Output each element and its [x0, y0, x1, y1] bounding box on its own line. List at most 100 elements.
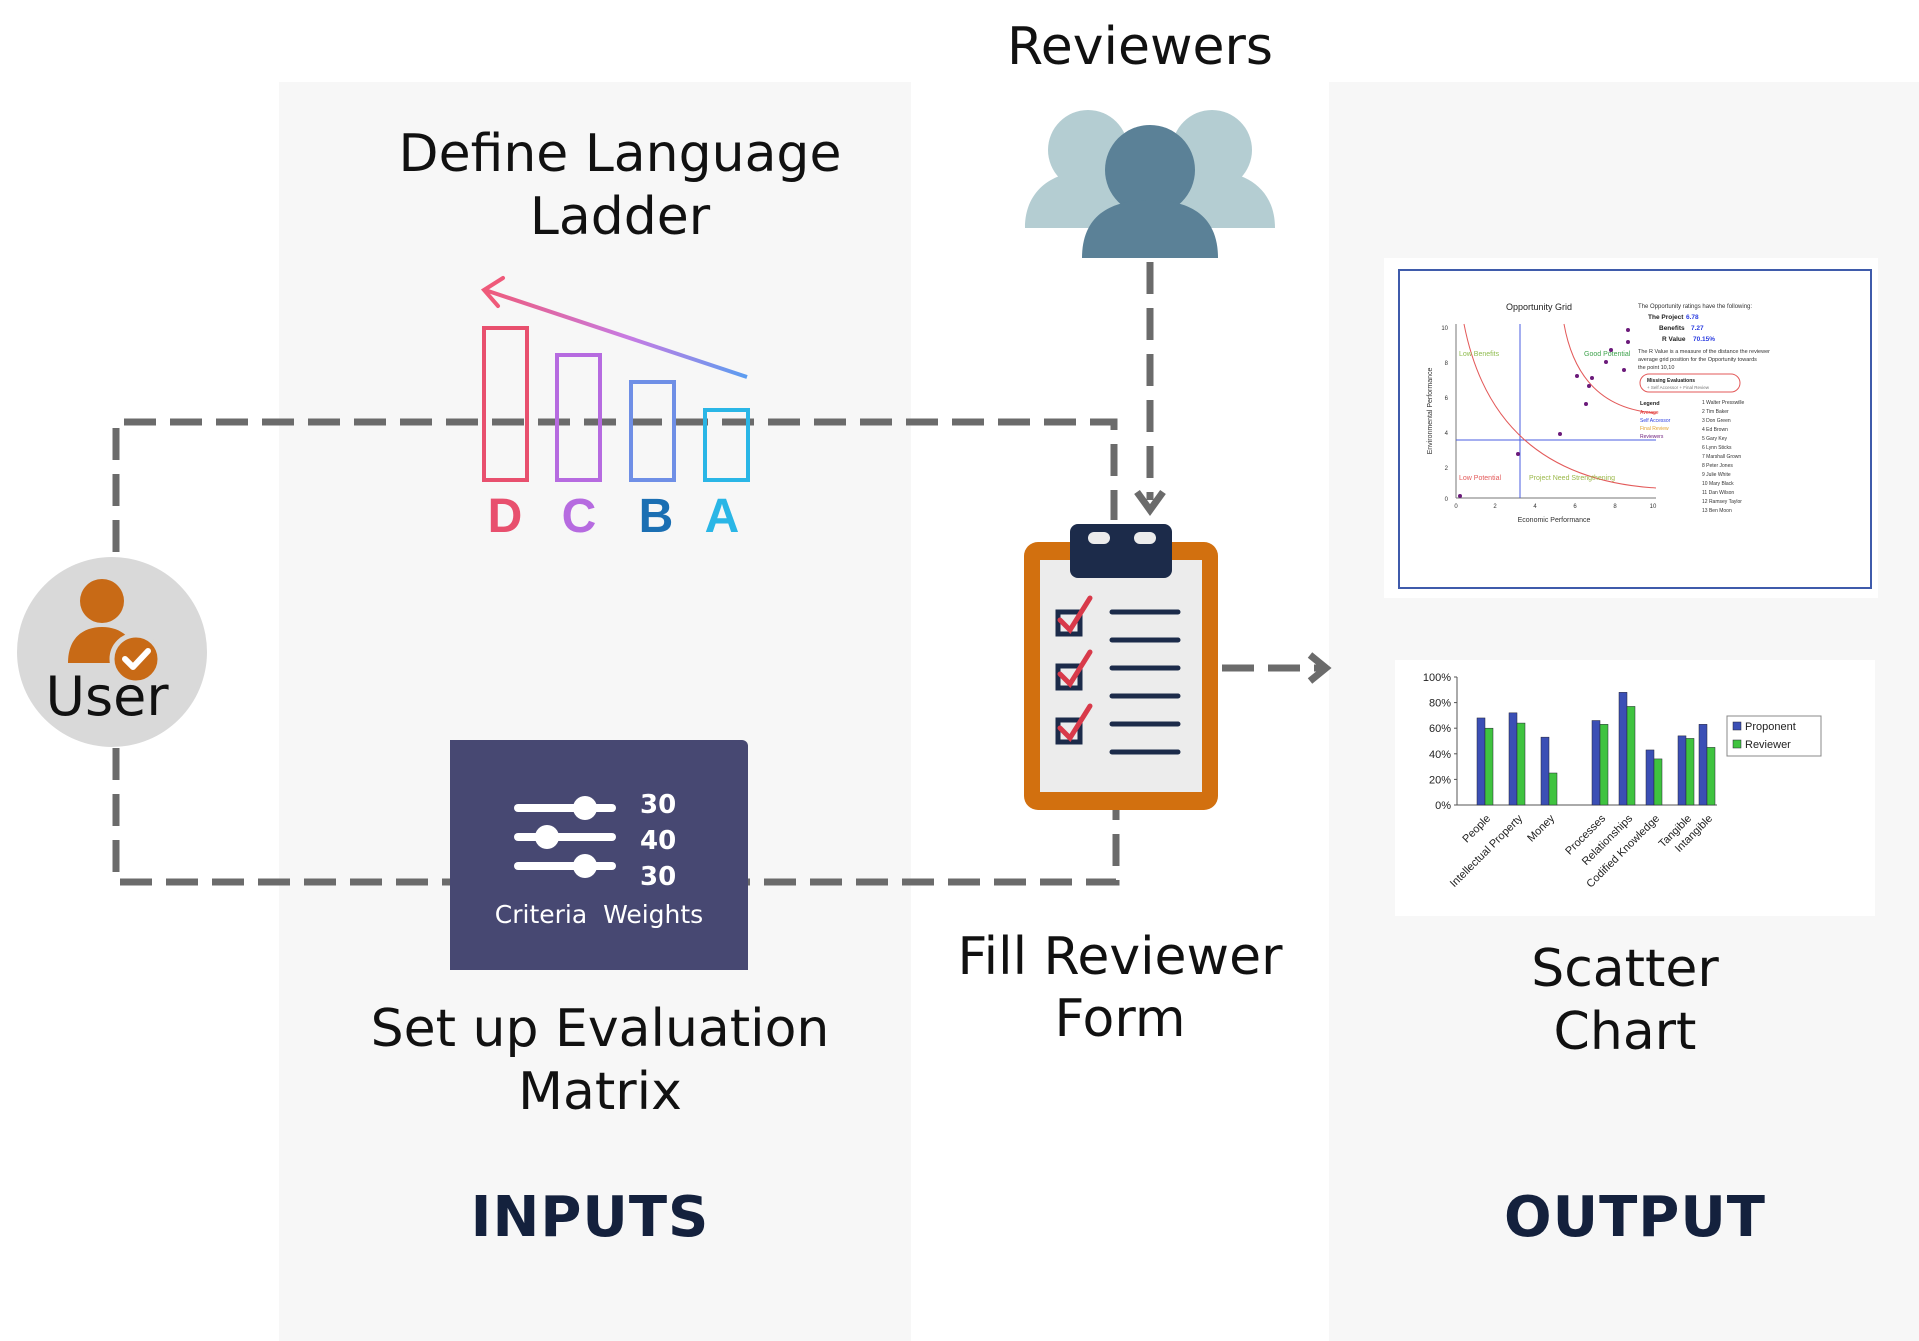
grid-legend-title: Legend [1640, 401, 1660, 407]
chart-bar-reviewer [1626, 706, 1636, 806]
svg-text:2: 2 [1445, 466, 1449, 472]
scatter-title-line2: Chart [1553, 1002, 1697, 1062]
chart-y-tick-label: 80% [1429, 698, 1451, 710]
matrix-title-line1: Set up Evaluation [370, 999, 830, 1059]
grid-reviewer-5: 5 Gary Key [1702, 436, 1728, 442]
svg-text:0: 0 [1454, 504, 1458, 510]
chart-bar-proponent [1645, 749, 1655, 806]
grid-reviewer-6: 6 Lynn Sticks [1702, 445, 1732, 451]
grid-missing-items: + Self Accessor + Final Review [1647, 385, 1710, 390]
scatter-title-line1: Scatter [1531, 939, 1719, 999]
weight-value-2: 40 [640, 826, 677, 856]
grid-reviewer-12: 12 Ramsey Taylor [1702, 499, 1742, 505]
grid-info-3: average grid position for the Opportunit… [1638, 357, 1757, 363]
chart-y-tick-label: 60% [1429, 723, 1451, 735]
grid-rvalue-value: 70.15% [1693, 336, 1715, 343]
language-ladder: D C B A [480, 276, 750, 540]
grid-reviewer-7: 7 Marshall Grown [1702, 454, 1741, 460]
criteria-weights-box[interactable] [450, 740, 748, 970]
reviewers-label: Reviewers [1007, 17, 1273, 77]
chart-bar-reviewer [1685, 738, 1695, 806]
svg-text:10: 10 [1650, 504, 1657, 510]
chart-bar-proponent [1476, 717, 1486, 806]
weights-caption: Criteria Weights [494, 900, 704, 929]
svg-text:6: 6 [1445, 396, 1449, 402]
chart-bar-proponent [1677, 735, 1687, 806]
chart-legend-box [1726, 715, 1822, 757]
chart-bar-reviewer [1706, 747, 1716, 806]
grid-ylabel: Environmental Performance [1427, 368, 1434, 455]
chart-legend-label: Reviewer [1745, 739, 1791, 751]
chart-legend-swatch [1732, 739, 1742, 749]
grid-legend-final-review: Final Review [1640, 426, 1669, 432]
inputs-heading: INPUTS [470, 1185, 710, 1250]
clipboard-checklist-icon[interactable] [1018, 520, 1224, 816]
grid-info-1: The Opportunity ratings have the followi… [1638, 304, 1752, 310]
chart-y-tick-label: 0% [1435, 800, 1451, 812]
grid-missing-title: Missing Evaluations [1647, 378, 1695, 384]
grid-info-4: the point 10,10 [1638, 365, 1674, 371]
grade-d: D [488, 490, 523, 540]
ladder-bar-c [555, 353, 602, 482]
chart-y-tick-label: 100% [1423, 672, 1451, 684]
quadrant-need-strengthening: Project Need Strengthening [1529, 475, 1615, 482]
chart-bar-proponent [1540, 736, 1550, 806]
grid-benefits-value: 7.27 [1691, 325, 1704, 332]
grid-benefits-label: Benefits [1659, 325, 1685, 332]
grid-reviewer-11: 11 Dan Wilson [1702, 490, 1734, 496]
grid-project-value: 6.78 [1686, 314, 1699, 321]
user-to-ladder-line [112, 418, 1118, 552]
weight-value-3: 30 [640, 862, 677, 892]
grid-reviewer-3: 3 Don Green [1702, 418, 1731, 424]
quadrant-low-benefits: Low Benefits [1459, 351, 1500, 358]
grid-legend-self-accessor: Self Accessor [1640, 418, 1671, 424]
svg-text:4: 4 [1533, 504, 1537, 510]
quadrant-low-potential: Low Potential [1459, 475, 1501, 482]
grid-reviewer-13: 13 Ben Moon [1702, 508, 1732, 514]
output-arrowhead [1307, 652, 1332, 684]
svg-text:8: 8 [1613, 504, 1617, 510]
grid-info-2: The R Value is a measure of the distance… [1638, 349, 1770, 355]
grid-reviewer-8: 8 Peter Jones [1702, 463, 1733, 469]
grid-reviewer-1: 1 Walter Presswille [1702, 400, 1745, 406]
grid-reviewer-9: 9 Julie White [1702, 472, 1731, 478]
svg-text:8: 8 [1445, 361, 1449, 367]
chart-bar-proponent [1508, 712, 1518, 806]
svg-text:2: 2 [1493, 504, 1497, 510]
grid-reviewer-10: 10 Mary Black [1702, 481, 1734, 487]
ladder-bar-b [629, 380, 676, 482]
chart-legend-label: Proponent [1745, 721, 1796, 733]
sliders-icon [514, 796, 616, 878]
chart-bar-proponent [1591, 720, 1601, 806]
chart-y-tick-label: 20% [1429, 774, 1451, 786]
grid-xlabel: Economic Performance [1518, 517, 1591, 524]
grade-a: A [705, 490, 740, 540]
chart-category-label: Money [1525, 812, 1557, 844]
grid-rvalue-label: R Value [1662, 336, 1686, 343]
people-group-icon [1025, 110, 1275, 258]
user-label: User [45, 665, 169, 728]
chart-y-tick-label: 40% [1429, 749, 1451, 761]
grid-reviewer-4: 4 Ed Brown [1702, 427, 1728, 433]
grid-reviewer-2: 2 Tim Baker [1702, 409, 1729, 415]
inputs-panel [279, 82, 911, 1341]
matrix-title-line2: Matrix [518, 1062, 682, 1122]
grade-b: B [639, 490, 674, 540]
quadrant-good-potential: Good Potential [1584, 351, 1631, 358]
grid-title: Opportunity Grid [1506, 302, 1572, 312]
chart-bar-reviewer [1548, 772, 1558, 806]
chart-bar-reviewer [1516, 722, 1526, 806]
grid-legend-reviewers: Reviewers [1640, 434, 1664, 440]
user-check-icon [68, 579, 163, 685]
svg-text:4: 4 [1445, 431, 1449, 437]
form-title-line1: Fill Reviewer [957, 927, 1283, 987]
output-heading: OUTPUT [1504, 1185, 1766, 1250]
svg-text:6: 6 [1573, 504, 1577, 510]
grade-c: C [562, 490, 597, 540]
svg-text:0: 0 [1445, 497, 1449, 503]
ladder-bar-d [482, 326, 529, 482]
chart-bar-reviewer [1599, 724, 1609, 806]
chart-legend-swatch [1732, 721, 1742, 731]
